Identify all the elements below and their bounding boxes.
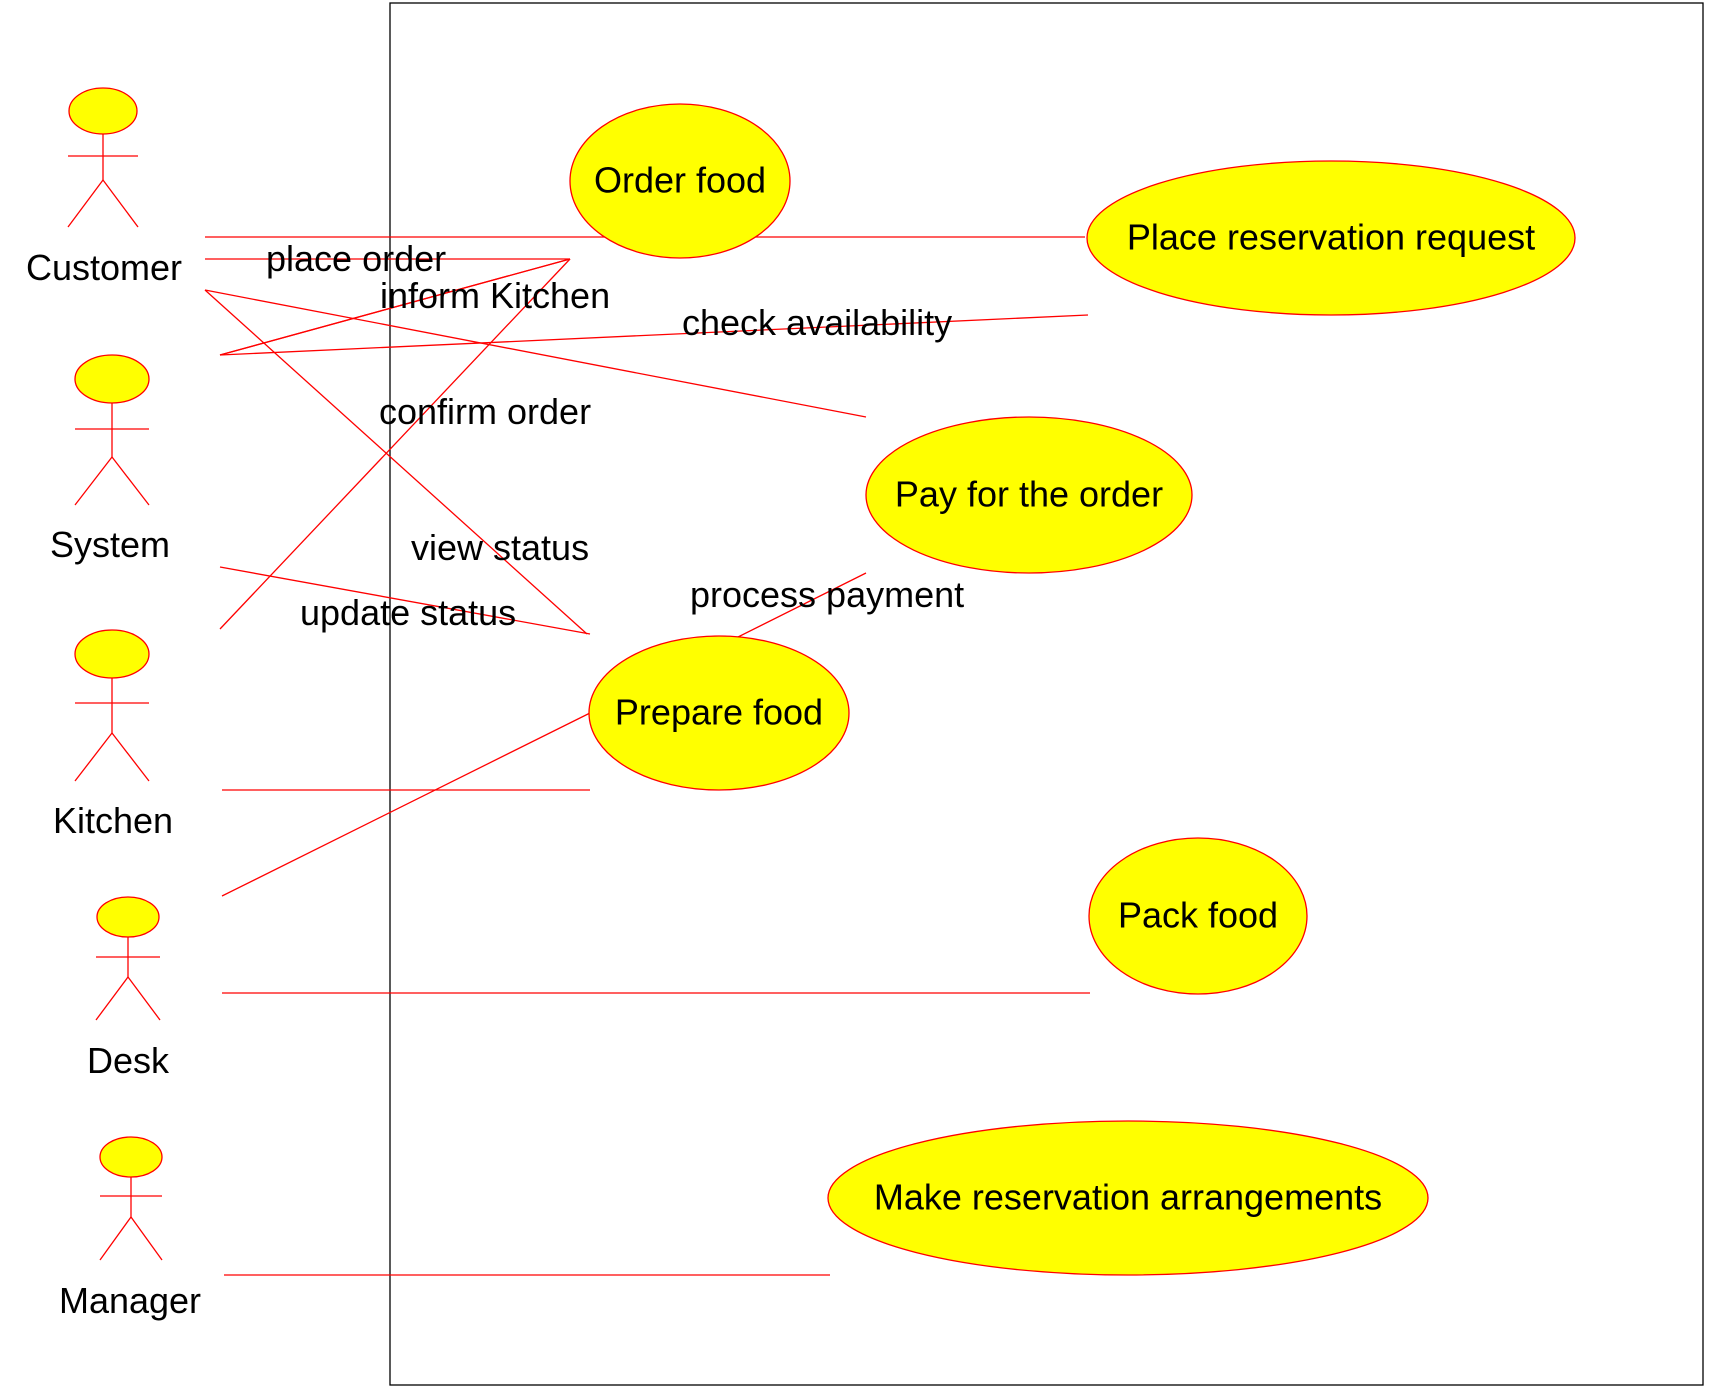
use-case-label: Prepare food bbox=[615, 692, 823, 733]
label-confirm-order: confirm order bbox=[379, 391, 591, 432]
label-view-status: view status bbox=[411, 527, 589, 568]
use-case-pack-food: Pack food bbox=[1088, 837, 1308, 995]
stick-figure-icon bbox=[67, 87, 139, 228]
label-place-order: place order bbox=[266, 238, 446, 279]
assoc-customer-view-status bbox=[204, 289, 588, 635]
use-case-label: Pay for the order bbox=[895, 474, 1163, 515]
stick-figure-icon bbox=[74, 629, 150, 782]
use-case-label: Place reservation request bbox=[1127, 217, 1535, 258]
actor-label: Desk bbox=[87, 1040, 170, 1081]
association-labels: place order inform Kitchen check availab… bbox=[266, 238, 964, 633]
assoc-desk-prepare-food bbox=[221, 712, 591, 897]
use-case-label: Pack food bbox=[1118, 895, 1278, 936]
use-case-place-reservation-request: Place reservation request bbox=[1086, 160, 1576, 316]
label-process-payment: process payment bbox=[690, 574, 964, 615]
stick-figure-icon bbox=[95, 896, 161, 1021]
actor-system: System bbox=[50, 354, 170, 565]
assoc-system-update-status bbox=[219, 566, 591, 635]
actor-desk: Desk bbox=[87, 896, 170, 1081]
actors: Customer System Kitchen bbox=[26, 87, 201, 1321]
assoc-system-check-availability bbox=[219, 314, 1089, 356]
label-inform-kitchen: inform Kitchen bbox=[380, 275, 610, 316]
actor-label: Manager bbox=[59, 1280, 201, 1321]
assoc-system-inform-kitchen bbox=[219, 258, 571, 356]
actor-manager: Manager bbox=[59, 1136, 201, 1321]
label-update-status: update status bbox=[300, 592, 516, 633]
use-cases: Order food Place reservation request Pay… bbox=[569, 103, 1576, 1276]
actor-kitchen: Kitchen bbox=[53, 629, 173, 841]
associations bbox=[204, 236, 1090, 1276]
assoc-process-payment bbox=[737, 572, 867, 638]
use-case-make-reservation-arrangements: Make reservation arrangements bbox=[827, 1120, 1429, 1276]
actor-label: Kitchen bbox=[53, 800, 173, 841]
use-case-order-food: Order food bbox=[569, 103, 791, 259]
actor-label: System bbox=[50, 524, 170, 565]
label-check-availability: check availability bbox=[682, 302, 952, 343]
assoc-kitchen-confirm-order bbox=[219, 258, 571, 630]
actor-label: Customer bbox=[26, 247, 182, 288]
stick-figure-icon bbox=[74, 354, 150, 506]
actor-customer: Customer bbox=[26, 87, 182, 288]
use-case-prepare-food: Prepare food bbox=[588, 635, 850, 791]
system-boundary bbox=[389, 2, 1704, 1386]
assoc-customer-pay bbox=[204, 289, 867, 418]
use-case-label: Order food bbox=[594, 160, 766, 201]
use-case-label: Make reservation arrangements bbox=[874, 1177, 1382, 1218]
use-case-pay-for-the-order: Pay for the order bbox=[865, 416, 1193, 574]
stick-figure-icon bbox=[99, 1136, 163, 1261]
